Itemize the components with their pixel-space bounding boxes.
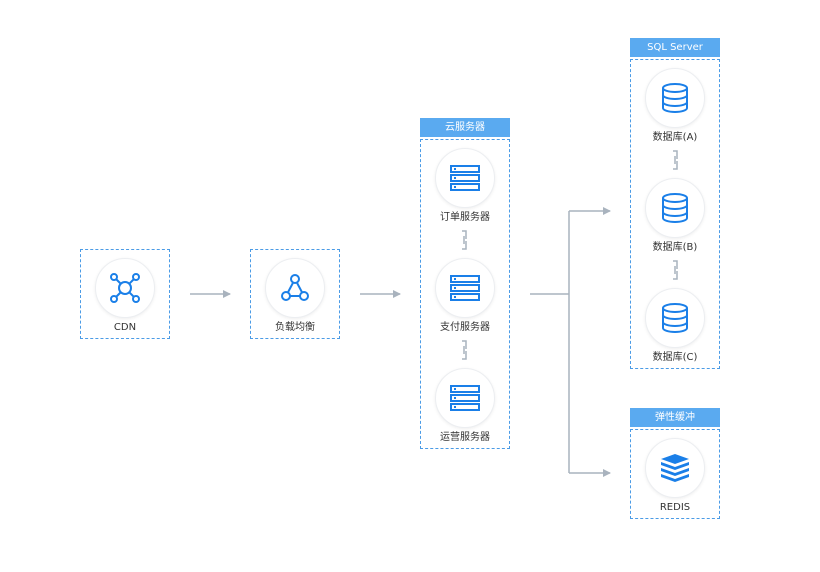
database-icon (662, 303, 688, 333)
order-server-node[interactable]: 订单服务器 (425, 148, 505, 224)
order-server-label: 订单服务器 (440, 212, 490, 223)
database-icon (662, 193, 688, 223)
load-balancer-label: 负载均衡 (275, 322, 315, 333)
redis-stack-icon (661, 454, 689, 482)
cloud-servers-header: 云服务器 (420, 118, 510, 137)
link-icon (462, 230, 467, 250)
operations-server-label: 运营服务器 (440, 432, 490, 443)
cdn-label: CDN (113, 322, 137, 333)
sql-server-header: SQL Server (630, 38, 720, 57)
link-icon (673, 260, 678, 280)
network-hub-icon (110, 273, 140, 303)
database-icon (662, 83, 688, 113)
server-rack-icon (450, 275, 480, 301)
database-c-node[interactable]: 数据库(C) (635, 288, 715, 364)
redis-label: REDIS (659, 502, 691, 513)
elastic-cache-header: 弹性缓冲 (630, 408, 720, 427)
payment-server-node[interactable]: 支付服务器 (425, 258, 505, 334)
elastic-cache-box (630, 429, 720, 519)
load-balancer-node[interactable]: 负载均衡 (255, 258, 335, 334)
cdn-node[interactable]: CDN (85, 258, 165, 334)
database-b-node[interactable]: 数据库(B) (635, 178, 715, 254)
triangle-nodes-icon (281, 274, 309, 301)
operations-server-node[interactable]: 运营服务器 (425, 368, 505, 444)
database-c-label: 数据库(C) (652, 352, 698, 363)
load-balancer-box (250, 249, 340, 339)
payment-server-label: 支付服务器 (440, 322, 490, 333)
redis-node[interactable]: REDIS (635, 438, 715, 514)
branch-connector (530, 207, 611, 477)
link-icon (673, 150, 678, 170)
server-rack-icon (450, 165, 480, 191)
database-b-label: 数据库(B) (652, 242, 698, 253)
cdn-box (80, 249, 170, 339)
link-icon (462, 340, 467, 360)
sql-server-box (630, 59, 720, 369)
cloud-servers-box (420, 139, 510, 449)
server-rack-icon (450, 385, 480, 411)
database-a-node[interactable]: 数据库(A) (635, 68, 715, 144)
database-a-label: 数据库(A) (652, 132, 698, 143)
